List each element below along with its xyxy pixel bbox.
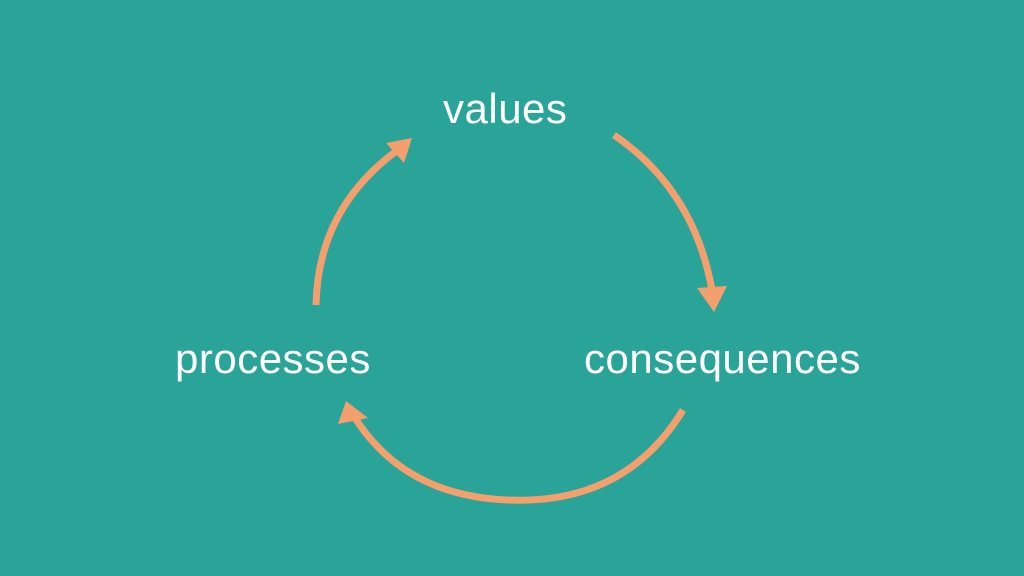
arrow-values-to-consequences [612, 132, 716, 291]
node-label-values: values [443, 85, 568, 132]
arrowhead-values [386, 138, 412, 163]
node-label-processes: processes [175, 335, 371, 382]
node-label-consequences: consequences [584, 335, 861, 382]
arrowhead-processes [338, 401, 368, 424]
arrowhead-consequences [697, 286, 727, 312]
arrow-consequences-to-processes [352, 408, 686, 504]
arrow-processes-to-values [312, 149, 398, 306]
